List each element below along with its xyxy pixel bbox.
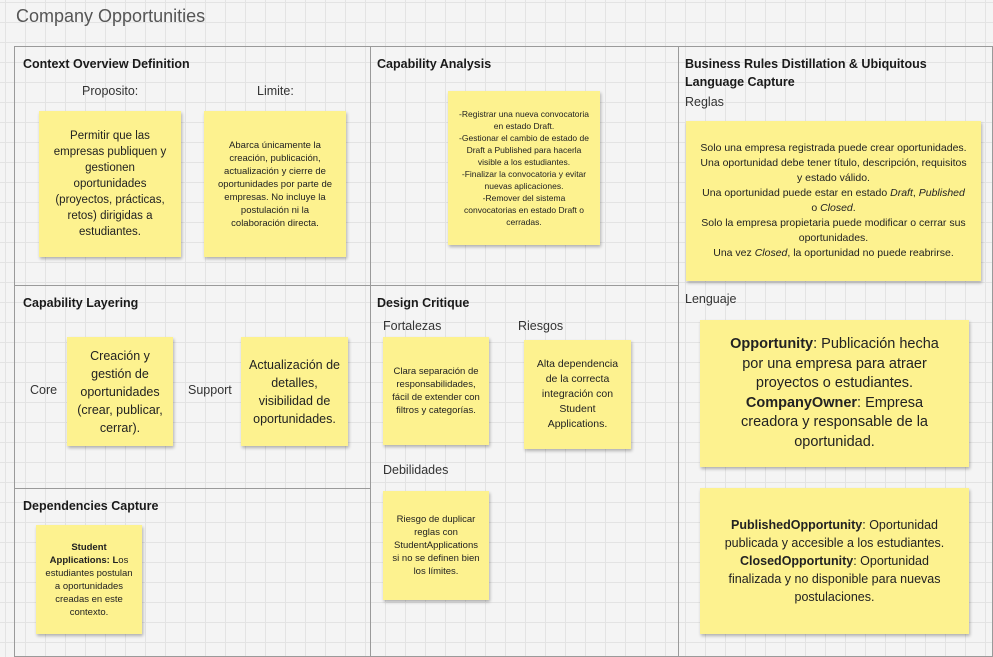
section-design-critique[interactable]: Design Critique Fortalezas Clara separac… xyxy=(370,285,679,657)
section-business-rules[interactable]: Business Rules Distillation & Ubiquitous… xyxy=(678,46,993,657)
support-label: Support xyxy=(188,383,232,397)
sticky-note-text: Alta dependencia de la correcta integrac… xyxy=(536,358,619,430)
sticky-note-debilidades[interactable]: Riesgo de duplicar reglas con StudentApp… xyxy=(383,491,489,600)
sticky-note-text: Riesgo de duplicar reglas con StudentApp… xyxy=(392,514,480,577)
sticky-note-language-1[interactable]: Opportunity: Publicación hecha por una e… xyxy=(700,320,969,467)
fortalezas-label: Fortalezas xyxy=(383,319,442,333)
board-title: Company Opportunities xyxy=(16,6,206,26)
lenguaje-label: Lenguaje xyxy=(685,292,737,306)
section-title: Context Overview Definition xyxy=(23,57,190,71)
riesgos-label: Riesgos xyxy=(518,319,564,333)
sticky-note-limite[interactable]: Abarca únicamente la creación, publicaci… xyxy=(204,111,346,257)
section-capability-layering[interactable]: Capability Layering Core Creación y gest… xyxy=(14,285,371,489)
sticky-note-dependencies[interactable]: Student Applications: Los estudiantes po… xyxy=(36,525,142,634)
sticky-note-text: Student Applications: Los estudiantes po… xyxy=(45,541,133,618)
sticky-note-proposito[interactable]: Permitir que las empresas publiquen y ge… xyxy=(39,111,181,257)
sticky-note-fortalezas[interactable]: Clara separación de responsabilidades, f… xyxy=(383,337,489,445)
section-title: Business Rules Distillation & Ubiquitous… xyxy=(685,57,927,89)
sticky-note-capabilities[interactable]: -Registrar una nueva convocatoria en est… xyxy=(448,91,600,245)
sticky-note-text: -Registrar una nueva convocatoria en est… xyxy=(459,109,589,227)
section-context-overview[interactable]: Context Overview Definition Proposito: L… xyxy=(14,46,371,286)
sticky-note-support[interactable]: Actualización de detalles, visibilidad d… xyxy=(241,337,348,446)
sticky-note-language-2[interactable]: PublishedOpportunity: Oportunidad public… xyxy=(700,488,969,634)
proposito-label: Proposito: xyxy=(82,84,139,98)
section-title: Design Critique xyxy=(377,296,470,310)
section-title: Dependencies Capture xyxy=(23,499,159,513)
sticky-note-riesgos[interactable]: Alta dependencia de la correcta integrac… xyxy=(524,340,631,449)
sticky-note-text: Solo una empresa registrada puede crear … xyxy=(700,142,967,259)
sticky-note-text: Permitir que las empresas publiquen y ge… xyxy=(53,130,167,238)
sticky-note-text: Clara separación de responsabilidades, f… xyxy=(392,366,480,416)
section-dependencies[interactable]: Dependencies Capture Student Application… xyxy=(14,488,371,657)
section-title: Capability Analysis xyxy=(377,57,492,71)
sticky-note-rules[interactable]: Solo una empresa registrada puede crear … xyxy=(686,121,981,281)
section-capability-analysis[interactable]: Capability Analysis -Registrar una nueva… xyxy=(370,46,679,286)
sticky-note-text: Abarca únicamente la creación, publicaci… xyxy=(217,139,333,229)
sticky-note-text: Creación y gestión de oportunidades (cre… xyxy=(77,348,163,435)
debilidades-label: Debilidades xyxy=(383,463,449,477)
reglas-label: Reglas xyxy=(685,95,724,109)
section-title: Capability Layering xyxy=(23,296,139,310)
sticky-note-text: Actualización de detalles, visibilidad d… xyxy=(248,357,341,426)
core-label: Core xyxy=(30,383,58,397)
sticky-note-core[interactable]: Creación y gestión de oportunidades (cre… xyxy=(67,337,173,446)
sticky-note-text: Opportunity: Publicación hecha por una e… xyxy=(730,336,939,450)
limite-label: Limite: xyxy=(257,84,294,98)
sticky-note-text: PublishedOpportunity: Oportunidad public… xyxy=(724,518,945,604)
